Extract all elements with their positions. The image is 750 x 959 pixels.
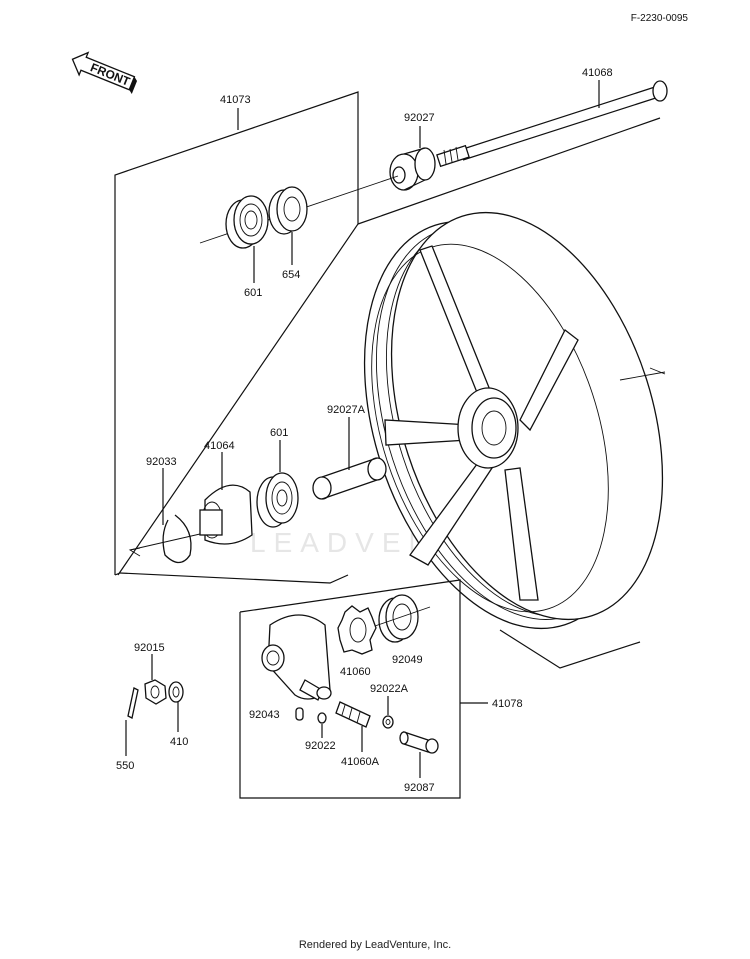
- front-wheel-41073: [363, 211, 666, 630]
- label-92022: 92022: [305, 740, 336, 752]
- label-92043: 92043: [249, 709, 280, 721]
- gear-41060: [337, 605, 377, 655]
- wheel-bracket: [357, 117, 661, 669]
- washer-92022: [317, 712, 327, 738]
- label-41078: 41078: [492, 698, 523, 710]
- label-654: 654: [282, 269, 300, 281]
- cotter-pin-550: [125, 687, 139, 756]
- bearing-601-lower: [256, 440, 299, 528]
- washer-92022A: [382, 696, 394, 729]
- seal-654: [268, 186, 308, 265]
- front-label: FRONT: [88, 60, 132, 89]
- footer-credit: Rendered by LeadVenture, Inc.: [298, 939, 452, 951]
- bracket-41073: [114, 91, 359, 584]
- washer-410: [168, 681, 184, 732]
- part-labels: 41073 41068 92027 601 654 92027A 601 410…: [116, 67, 613, 794]
- label-601-top: 601: [244, 287, 262, 299]
- label-41064: 41064: [204, 440, 235, 452]
- label-92033: 92033: [146, 456, 177, 468]
- label-41068: 41068: [582, 67, 613, 79]
- label-92087: 92087: [404, 782, 435, 794]
- label-92027A: 92027A: [327, 404, 366, 416]
- collar-92027: [389, 126, 436, 191]
- collar-92027A: [312, 417, 387, 500]
- bushing-92087: [399, 731, 439, 778]
- label-92027: 92027: [404, 112, 435, 124]
- label-410: 410: [170, 736, 188, 748]
- label-41073: 41073: [220, 94, 251, 106]
- label-41060: 41060: [340, 666, 371, 678]
- bearing-601-top: [225, 195, 269, 283]
- axle-41068: [436, 80, 668, 168]
- label-92022A: 92022A: [370, 683, 409, 695]
- bracket-41078: [239, 579, 488, 799]
- label-92049: 92049: [392, 654, 423, 666]
- speedometer-gear-housing: [261, 614, 332, 701]
- label-41060A: 41060A: [341, 756, 380, 768]
- label-92015: 92015: [134, 642, 165, 654]
- diagram-code: F-2230-0095: [631, 13, 689, 24]
- label-601-lower: 601: [270, 427, 288, 439]
- axle-nut-92015: [144, 654, 167, 705]
- seal-92049: [374, 594, 431, 643]
- circlip-92033: [128, 468, 201, 564]
- label-550: 550: [116, 760, 134, 772]
- pin-92043: [295, 707, 304, 721]
- front-direction-arrow: FRONT: [71, 51, 138, 95]
- hub-cover-41064: [199, 452, 253, 545]
- pinion-41060A: [335, 701, 371, 752]
